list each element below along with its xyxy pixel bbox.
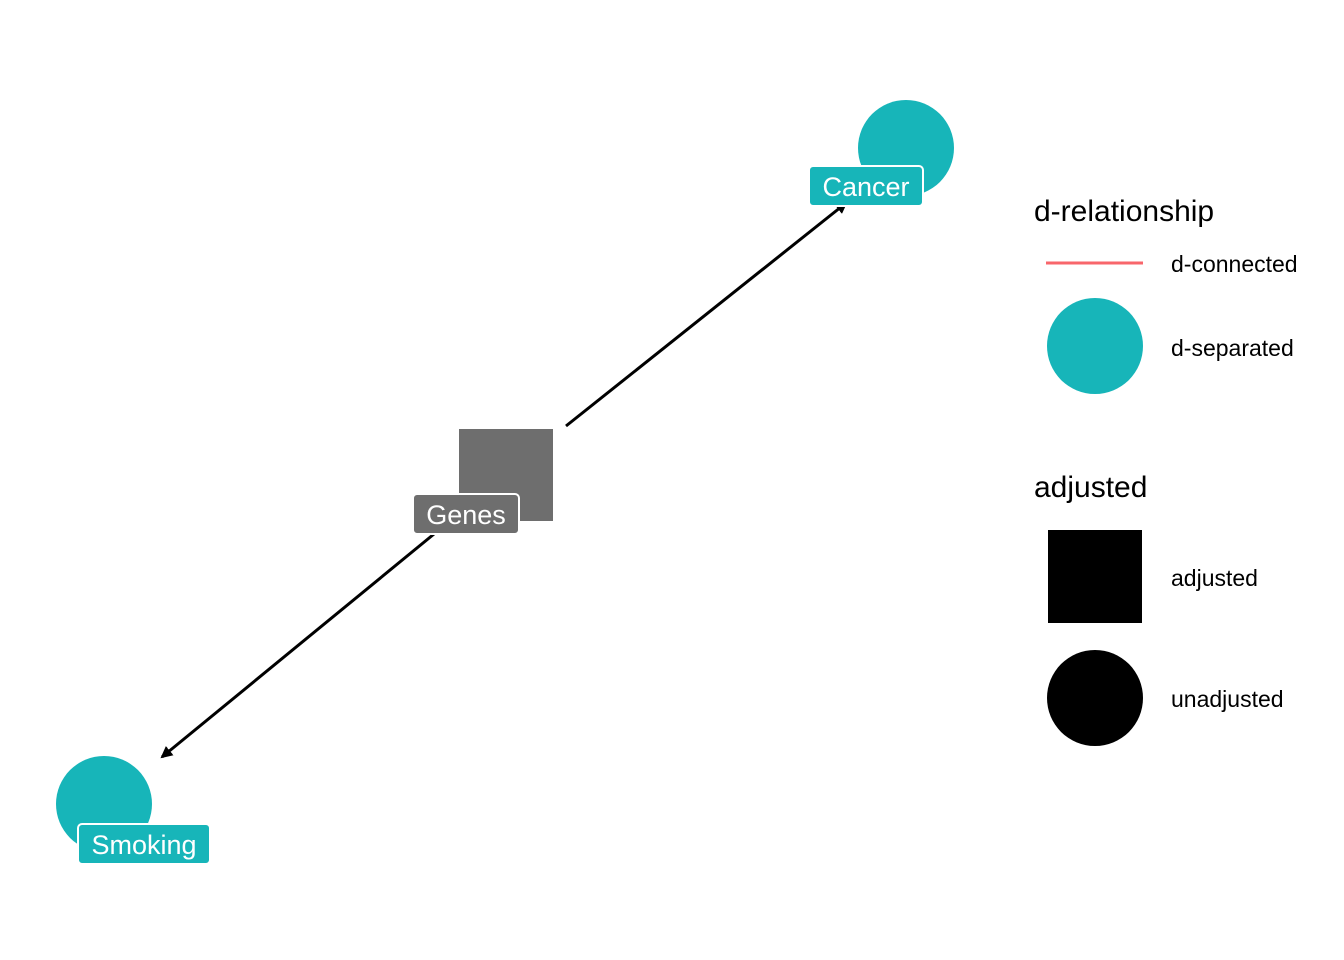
- legend-d-separated-label: d-separated: [1171, 335, 1294, 361]
- legend-unadjusted-label: unadjusted: [1171, 686, 1284, 712]
- node-genes-label-box: [412, 493, 520, 535]
- node-cancer: Cancer: [808, 100, 954, 207]
- legend-d-relationship: d-relationship d-connected d-separated: [1034, 195, 1298, 394]
- legend-d-separated-key: [1047, 298, 1143, 394]
- legend-adjusted-key: [1048, 530, 1142, 623]
- node-cancer-label: Cancer: [822, 172, 909, 202]
- edge-genes-smoking: [160, 532, 435, 759]
- legend-adjusted: adjusted adjusted unadjusted: [1034, 471, 1284, 746]
- node-cancer-label-box: [808, 165, 924, 207]
- node-genes: Genes: [412, 429, 553, 535]
- legend-adjusted-title: adjusted: [1034, 471, 1147, 504]
- legend-unadjusted-key: [1047, 650, 1143, 746]
- node-smoking-label-box: [77, 823, 211, 865]
- node-smoking-label: Smoking: [91, 830, 196, 860]
- node-genes-label: Genes: [426, 500, 506, 530]
- legend-adjusted-label: adjusted: [1171, 565, 1258, 591]
- legend-d-relationship-title: d-relationship: [1034, 195, 1214, 228]
- node-smoking: Smoking: [56, 756, 211, 865]
- edge-genes-cancer: [565, 201, 848, 428]
- legend-d-connected-label: d-connected: [1171, 251, 1298, 277]
